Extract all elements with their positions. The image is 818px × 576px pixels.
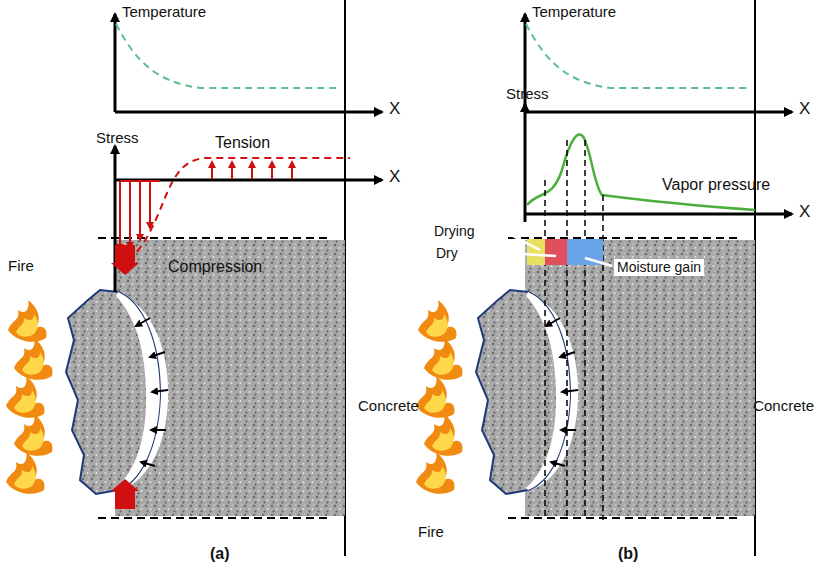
fire-label: Fire — [418, 524, 444, 541]
panel-label: (b) — [618, 545, 638, 563]
material-label: Concrete — [358, 398, 419, 415]
material-label: Concrete — [753, 398, 814, 415]
zone-label: Dry — [436, 246, 458, 261]
axis-label: X — [799, 203, 810, 222]
axis-label: X — [389, 100, 400, 119]
stress-label: Compression — [168, 258, 262, 276]
axis-title: X — [799, 100, 810, 119]
axis-title: Temperature — [122, 4, 206, 21]
axis-label: X — [389, 168, 400, 187]
zone-label: Moisture gain — [614, 259, 704, 276]
axis-title: Stress — [506, 86, 549, 103]
fire-label: Fire — [8, 258, 34, 275]
axis-title: Temperature — [532, 4, 616, 21]
axis-title: Stress — [96, 130, 139, 147]
stress-label: Tension — [215, 134, 270, 152]
zone-label: Drying — [434, 224, 474, 239]
curve-label: Vapor pressure — [662, 176, 770, 194]
panel-label: (a) — [210, 545, 230, 563]
